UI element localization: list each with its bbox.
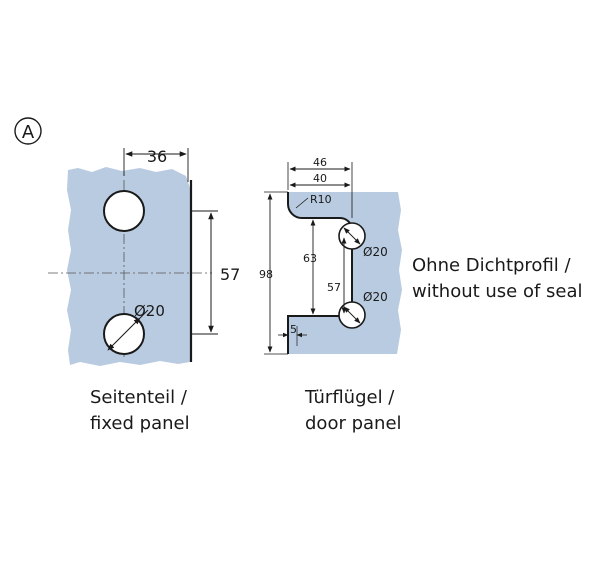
fixed-panel-caption-line2: fixed panel xyxy=(90,413,190,434)
door-panel-dim-40: 40 xyxy=(313,172,327,185)
seal-note-line2: without use of seal xyxy=(412,281,583,302)
seal-note: Ohne Dichtprofil / without use of seal xyxy=(412,253,583,305)
fixed-panel: Ø20 36 57 xyxy=(48,147,240,366)
door-panel: Ø20 Ø20 46 40 R10 98 63 57 5 xyxy=(259,156,402,355)
door-panel-shape xyxy=(288,192,402,354)
door-panel-hole-label-top: Ø20 xyxy=(363,245,388,259)
door-panel-dim-63: 63 xyxy=(303,252,317,265)
fixed-panel-hole-top xyxy=(103,190,145,232)
door-panel-dim-57: 57 xyxy=(327,281,341,294)
door-panel-caption: Türflügel / door panel xyxy=(305,385,402,437)
fixed-panel-hole-label: Ø20 xyxy=(134,302,165,320)
fixed-panel-caption: Seitenteil / fixed panel xyxy=(90,385,190,437)
label-a-badge: A xyxy=(14,117,42,145)
label-a-text: A xyxy=(22,122,35,143)
door-panel-hole-label-bottom: Ø20 xyxy=(363,290,388,304)
door-panel-dim-5: 5 xyxy=(290,323,297,336)
door-panel-caption-line1: Türflügel / xyxy=(305,387,395,408)
fixed-panel-caption-line1: Seitenteil / xyxy=(90,387,187,408)
door-panel-dim-46: 46 xyxy=(313,156,327,169)
door-panel-radius: R10 xyxy=(310,193,332,206)
fixed-panel-shape xyxy=(67,167,190,366)
door-panel-dim-98: 98 xyxy=(259,268,273,281)
seal-note-line1: Ohne Dichtprofil / xyxy=(412,255,571,276)
fixed-panel-dim-top: 36 xyxy=(147,147,167,166)
fixed-panel-dim-right: 57 xyxy=(220,265,240,284)
door-panel-caption-line2: door panel xyxy=(305,413,402,434)
